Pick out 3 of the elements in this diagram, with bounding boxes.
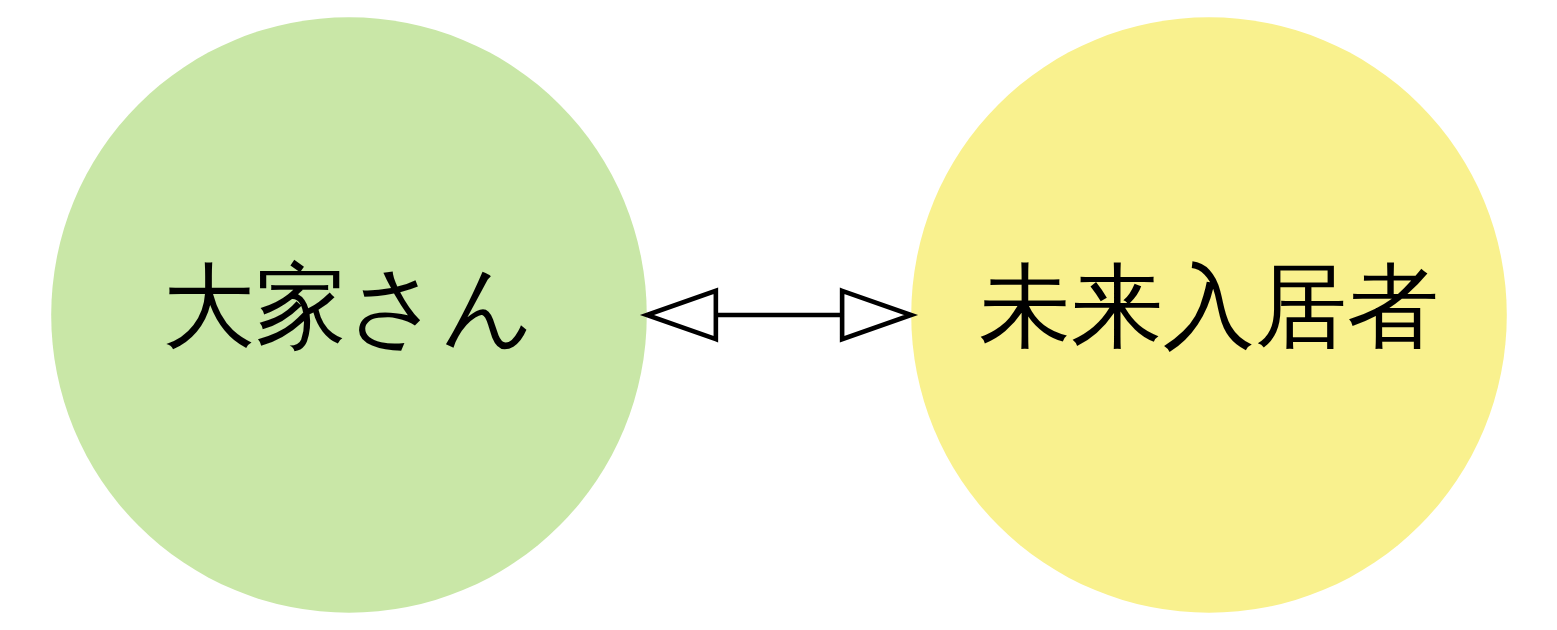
node-circle: 大家さん	[50, 17, 647, 613]
node-circle: 未来入居者	[910, 17, 1507, 613]
arrow	[639, 287, 918, 343]
